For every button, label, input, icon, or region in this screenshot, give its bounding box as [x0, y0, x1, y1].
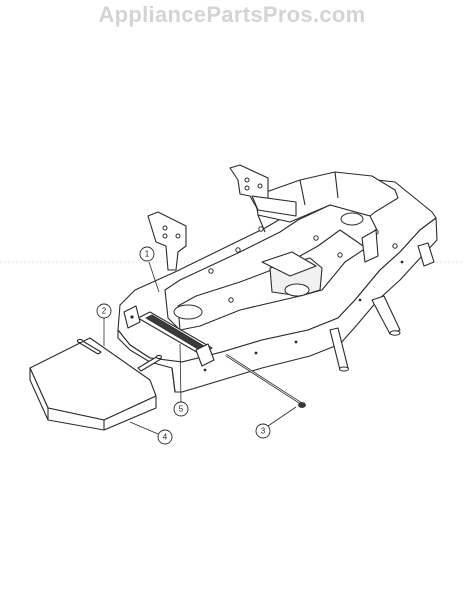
- bracket-hole: [162, 233, 168, 239]
- bracket-hole: [162, 225, 168, 231]
- callout-number: 3: [261, 427, 266, 436]
- hanger-bracket-front: [147, 211, 187, 271]
- pin-left-head: [76, 338, 84, 344]
- arm-rear: [417, 242, 435, 267]
- skirt-hole: [400, 260, 404, 264]
- leader-1: [148, 261, 160, 293]
- mount-hole: [235, 247, 241, 253]
- inner-wall-lower-edge: [177, 229, 367, 331]
- part-4-deflector: [29, 337, 157, 431]
- callout-5: 5: [173, 401, 189, 417]
- skirt-hole: [203, 368, 207, 372]
- rod-end: [298, 402, 306, 408]
- callout-circle: [173, 401, 189, 417]
- leader-4: [129, 421, 159, 435]
- mount-hole: [337, 252, 343, 258]
- hanger-bracket-rear: [229, 164, 297, 217]
- bracket-hole: [244, 185, 250, 191]
- arm-right-end: [389, 330, 401, 336]
- mower-deck: [117, 171, 438, 393]
- mount-hole: [392, 243, 398, 249]
- deflector-folds: [47, 408, 105, 430]
- callout-4: 4: [157, 429, 173, 445]
- pin-right-head: [155, 354, 163, 360]
- gauge-wheel-arms: [329, 242, 435, 372]
- leader-5: [179, 343, 182, 403]
- arm-left-end: [339, 366, 349, 372]
- mount-hole: [208, 268, 214, 274]
- callout-circle: [255, 423, 271, 439]
- deflector-edge: [29, 367, 157, 431]
- callout-2: 2: [96, 303, 112, 319]
- mount-hole: [313, 235, 319, 241]
- callout-circle: [139, 246, 155, 262]
- callout-circle: [96, 303, 112, 319]
- bracket-hole: [257, 183, 263, 189]
- skirt-hole: [294, 340, 298, 344]
- part-3-rod: [225, 353, 306, 408]
- mount-hole: [228, 297, 234, 303]
- spindle-hole-right: [340, 212, 364, 226]
- callout-number: 4: [163, 433, 168, 442]
- part-5-hinge-bracket: [123, 305, 215, 367]
- rear-baffle-edges: [257, 171, 339, 233]
- callout-circle: [157, 429, 173, 445]
- rod-highlight: [225, 354, 303, 405]
- skirt-hole: [358, 298, 362, 302]
- spindle-hole-left: [173, 304, 203, 320]
- belt-cover: [261, 251, 317, 277]
- skirt-edge: [171, 367, 176, 393]
- hinge-pin-hole: [130, 315, 134, 319]
- hinge-end-plate-right: [195, 343, 215, 367]
- skirt-hole: [254, 351, 258, 355]
- arm-right: [371, 295, 401, 335]
- callout-number: 5: [179, 405, 184, 414]
- pin-right: [137, 355, 162, 372]
- bracket-hole: [244, 177, 250, 183]
- bracket-flange: [251, 195, 297, 217]
- bracket-plate: [147, 211, 187, 271]
- bracket-hole: [175, 233, 181, 239]
- mount-hole: [258, 226, 264, 232]
- right-bracket: [361, 229, 379, 263]
- callout-leaders: [103, 261, 297, 435]
- callout-3: 3: [255, 423, 271, 439]
- callout-number: 2: [102, 307, 107, 316]
- callout-number: 1: [145, 250, 150, 259]
- part-2-hinge-pins: [76, 338, 163, 372]
- leader-3: [267, 406, 297, 427]
- watermark-text: AppliancePartsPros.com: [98, 2, 366, 27]
- spindle-hole-center: [284, 283, 310, 297]
- callout-1: 1: [139, 246, 155, 262]
